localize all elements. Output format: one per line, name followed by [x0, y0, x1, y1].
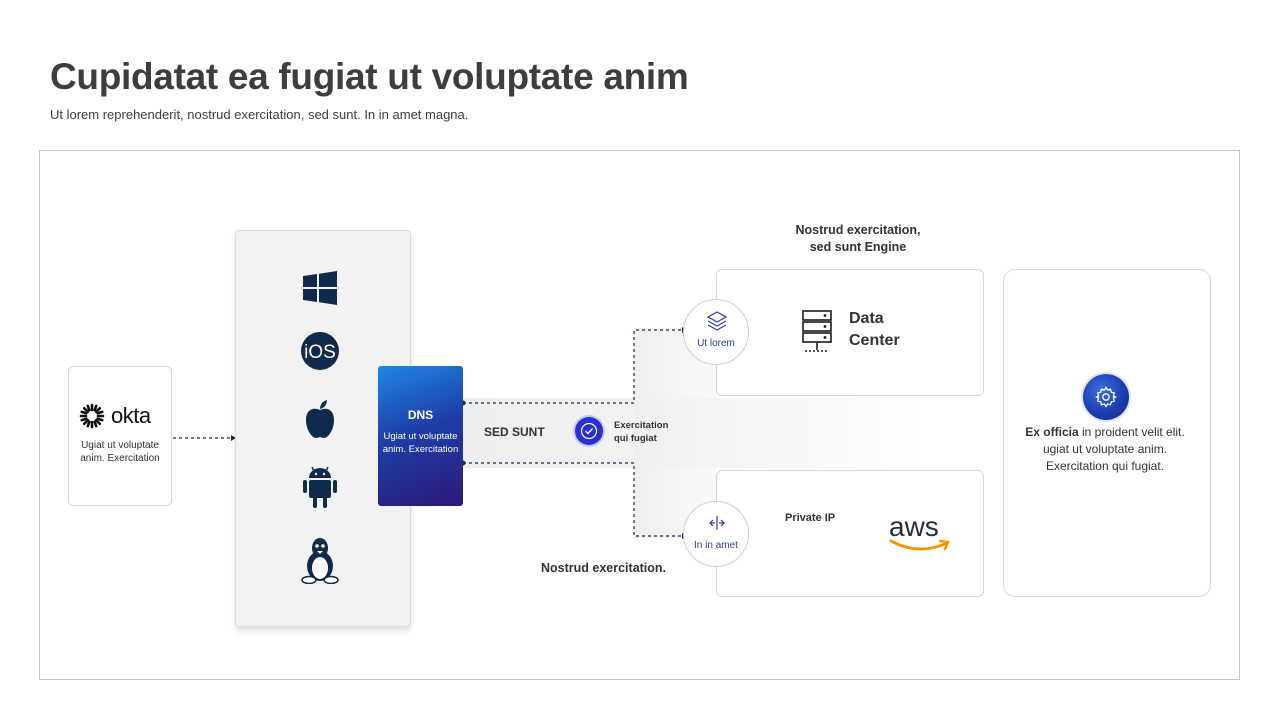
aws-brand-text: aws — [889, 511, 939, 542]
diagram-frame — [39, 150, 1240, 680]
data-center-card — [716, 269, 984, 396]
dns-title: DNS — [407, 408, 434, 422]
dns-description: Ugiat ut voluptate anim. Exercitation — [382, 431, 459, 455]
engine-label-line1: Nostrud exercitation, — [795, 223, 921, 237]
data-center-line2: Center — [849, 332, 900, 349]
in-in-amet-node: In in amet — [683, 501, 749, 567]
dns-box: DNS Ugiat ut voluptate anim. Exercitatio… — [378, 366, 463, 506]
gear-icon — [1094, 386, 1118, 408]
page-title: Cupidatat ea fugiat ut voluptate anim — [50, 56, 689, 97]
android-icon — [299, 466, 341, 508]
layers-icon — [706, 311, 728, 331]
right-description-text: in proident velit elit. ugiat ut volupta… — [1042, 425, 1185, 473]
split-arrows-icon — [709, 516, 725, 530]
engine-label: Nostrud exercitation, sed sunt Engine — [778, 222, 938, 256]
in-in-amet-label: In in amet — [694, 540, 738, 551]
right-info-card — [1003, 269, 1211, 597]
right-description-bold: Ex officia — [1025, 425, 1079, 439]
page-subtitle: Ut lorem reprehenderit, nostrud exercita… — [50, 107, 469, 122]
linux-icon — [299, 538, 341, 584]
check-badge — [575, 417, 603, 445]
gear-badge — [1083, 374, 1129, 420]
data-center-label: Data Center — [849, 308, 900, 352]
okta-card: okta Ugiat ut voluptate anim. Exercitati… — [68, 366, 172, 506]
ut-lorem-node: Ut lorem — [683, 299, 749, 365]
okta-sunburst-icon — [79, 403, 105, 429]
private-ip-label: Private IP — [785, 512, 836, 524]
apple-icon — [299, 398, 341, 440]
check-icon — [580, 422, 598, 440]
nostrud-label: Nostrud exercitation. — [541, 561, 667, 575]
check-label-line1: Exercitation — [614, 420, 669, 431]
okta-brand-text: okta — [111, 403, 151, 428]
okta-description: Ugiat ut voluptate anim. Exercitation — [80, 440, 160, 464]
right-description: Ex officia in proident velit elit. ugiat… — [1023, 424, 1187, 475]
server-icon — [802, 310, 832, 352]
aws-card — [716, 470, 984, 597]
okta-logo: okta — [79, 403, 151, 429]
ios-icon: iOS — [299, 330, 341, 372]
engine-label-line2: sed sunt Engine — [809, 240, 907, 254]
data-center-line1: Data — [849, 310, 884, 327]
check-label-line2: qui fugiat — [614, 433, 657, 444]
windows-icon — [299, 267, 341, 309]
aws-logo: aws — [889, 511, 950, 551]
ios-icon-text: iOS — [304, 342, 336, 363]
check-label: Exercitation qui fugiat — [614, 419, 668, 445]
sed-sunt-label: SED SUNT — [484, 425, 545, 439]
ut-lorem-label: Ut lorem — [697, 338, 735, 349]
